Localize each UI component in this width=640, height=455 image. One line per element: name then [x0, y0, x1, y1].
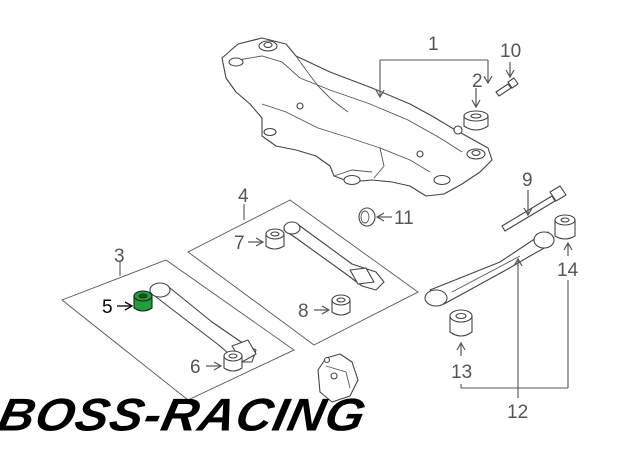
- bushing-5-highlighted: [133, 290, 153, 312]
- plug-11: [358, 207, 376, 227]
- crossmember-bushing: [463, 110, 489, 131]
- lower-arm-3: [149, 282, 257, 363]
- callout-5: 5: [102, 297, 113, 318]
- bushing-8: [331, 294, 351, 316]
- trailing-link-12: [424, 231, 555, 307]
- callout-12: 12: [507, 402, 528, 423]
- upper-arm-4: [283, 221, 385, 291]
- brand-logo: BOSS-RACING: [0, 389, 372, 441]
- panel-4: [187, 199, 419, 346]
- bolt-10: [495, 77, 519, 97]
- callout-6: 6: [190, 357, 201, 378]
- callout-14: 14: [557, 260, 579, 281]
- callout-13: 13: [451, 362, 472, 383]
- callout-3: 3: [114, 246, 125, 267]
- bushing-6: [223, 350, 243, 372]
- bushing-14: [554, 214, 576, 240]
- bushing-7: [265, 228, 285, 250]
- callout-2: 2: [472, 71, 483, 92]
- callout-9: 9: [522, 170, 533, 191]
- callout-7: 7: [234, 233, 245, 254]
- panel-3: [61, 259, 295, 401]
- rear-crossmember: [221, 37, 493, 197]
- mount-bracket: [317, 353, 359, 403]
- callout-10: 10: [500, 41, 521, 62]
- callout-1: 1: [428, 34, 439, 55]
- callout-4: 4: [238, 186, 249, 207]
- callout-8: 8: [298, 301, 309, 322]
- bushing-13: [449, 309, 473, 337]
- callout-11: 11: [394, 208, 414, 229]
